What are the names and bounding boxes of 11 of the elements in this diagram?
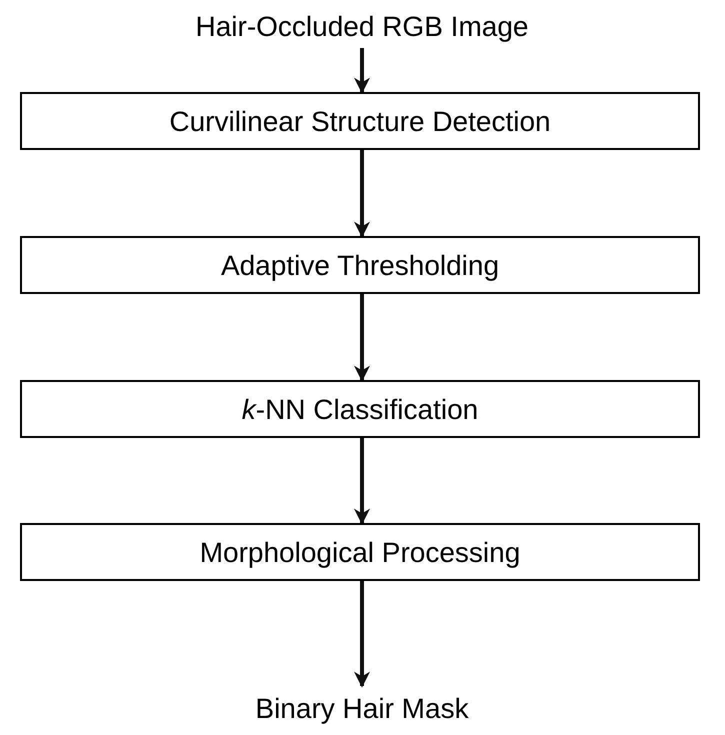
process-box: Adaptive Thresholding xyxy=(20,236,700,294)
io-label: Hair-Occluded RGB Image xyxy=(112,4,612,48)
process-box: Morphological Processing xyxy=(20,523,700,581)
io-label: Binary Hair Mask xyxy=(112,686,612,730)
arrow xyxy=(354,150,370,238)
arrow xyxy=(354,48,370,94)
arrow xyxy=(354,581,370,688)
process-box: k-NN Classification xyxy=(20,380,700,438)
arrow xyxy=(354,294,370,382)
arrow xyxy=(354,438,370,525)
process-box: Curvilinear Structure Detection xyxy=(20,92,700,150)
